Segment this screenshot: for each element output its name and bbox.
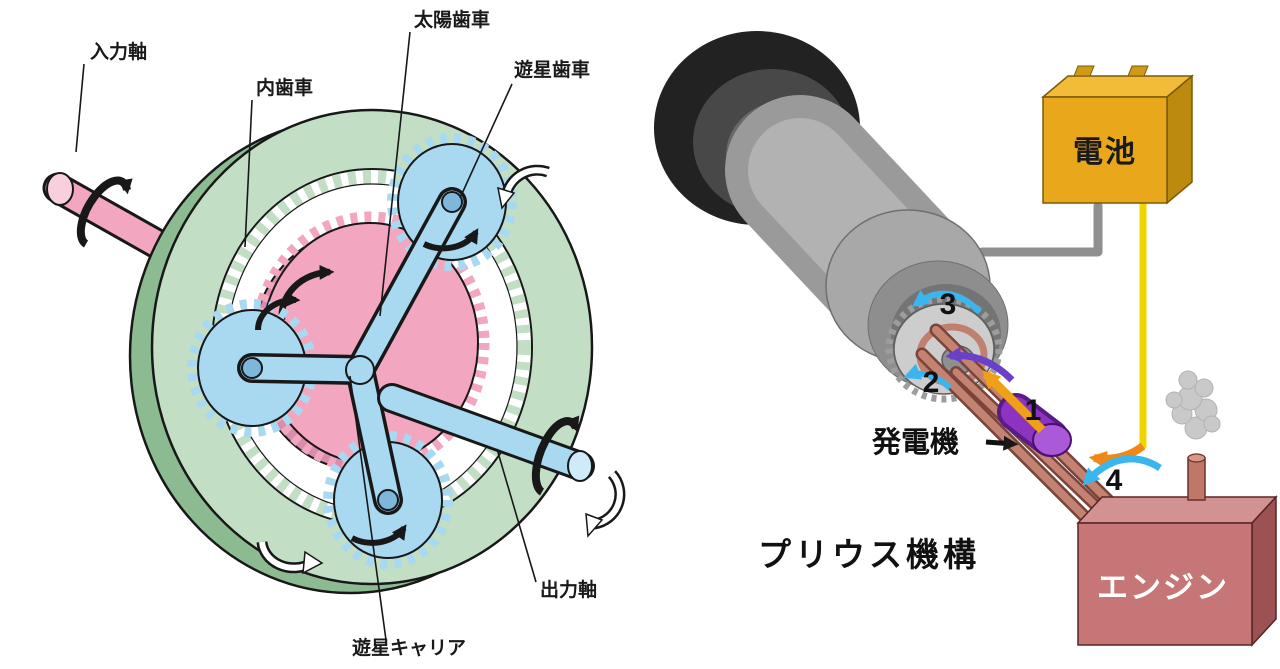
smoke-cloud (1165, 370, 1221, 440)
power-flow-arrow-4-cyan (1082, 455, 1162, 486)
battery-terminal (1073, 65, 1095, 77)
marker-2: 2 (923, 366, 940, 399)
generator-battery-cable (977, 201, 1103, 257)
leader-planet-gear (459, 83, 513, 199)
engine-label: エンジン (1097, 570, 1229, 605)
label-sun-gear: 太陽歯車 (414, 8, 490, 31)
leader-sun-gear (379, 31, 411, 317)
leader-lines (75, 31, 537, 641)
label-input-shaft: 入力軸 (90, 40, 147, 63)
planet-carrier (237, 187, 479, 546)
power-flow-arrow-2-cyan (903, 363, 953, 391)
planet-rotation-arrow (350, 524, 407, 546)
leader-planet-carrier (349, 375, 387, 641)
ring-gear-teeth (213, 170, 531, 524)
battery: 電池 (1040, 65, 1195, 205)
power-flow-arrow-1 (982, 370, 1046, 434)
power-flow-arrow-2-purple (945, 346, 1015, 383)
battery-terminal (1127, 65, 1149, 77)
label-planet-carrier: 遊星キャリア (352, 636, 466, 659)
leader-output-shaft (496, 448, 537, 583)
marker-4: 4 (1106, 464, 1123, 497)
battery-label: 電池 (1073, 136, 1137, 169)
planet-rotation-arrow (254, 292, 301, 331)
carrier-bolt (441, 191, 463, 213)
label-ring-gear: 内歯車 (256, 76, 313, 99)
label-output-shaft: 出力軸 (540, 578, 597, 601)
power-flow-arrow-3-cyan (911, 290, 983, 315)
output-shaft (377, 383, 595, 496)
output-rotation-arrow (531, 415, 580, 496)
generator-label: 発電機 (871, 426, 959, 459)
carrier-bolt (241, 357, 263, 379)
leader-input-shaft (75, 63, 85, 153)
label-planet-gear: 遊星歯車 (514, 58, 590, 81)
differential-ring-teeth (885, 295, 1003, 403)
leader-ring-gear (244, 99, 253, 248)
prius-title: プリウス機構 (758, 536, 980, 573)
planet-rotation-arrow (422, 228, 479, 252)
rotation-arrows-white (256, 164, 626, 575)
marker-3: 3 (940, 288, 957, 321)
exhaust-pipe (1187, 453, 1206, 501)
transmission-shaft (654, 31, 1009, 403)
input-rotation-arrow (76, 176, 133, 248)
engine: エンジン (1076, 495, 1278, 647)
carrier-hub (345, 355, 375, 385)
generator-pointer-arrow (985, 435, 1019, 451)
prius-mechanism-diagram: 電池 エンジン 発電機 3 2 1 4 (654, 31, 1278, 647)
carrier-bolt (377, 489, 399, 511)
planetary-gear-diagram: 入力軸 内歯車 太陽歯車 遊星歯車 出力軸 遊星キャリア (42, 8, 626, 659)
marker-1: 1 (1025, 394, 1042, 427)
